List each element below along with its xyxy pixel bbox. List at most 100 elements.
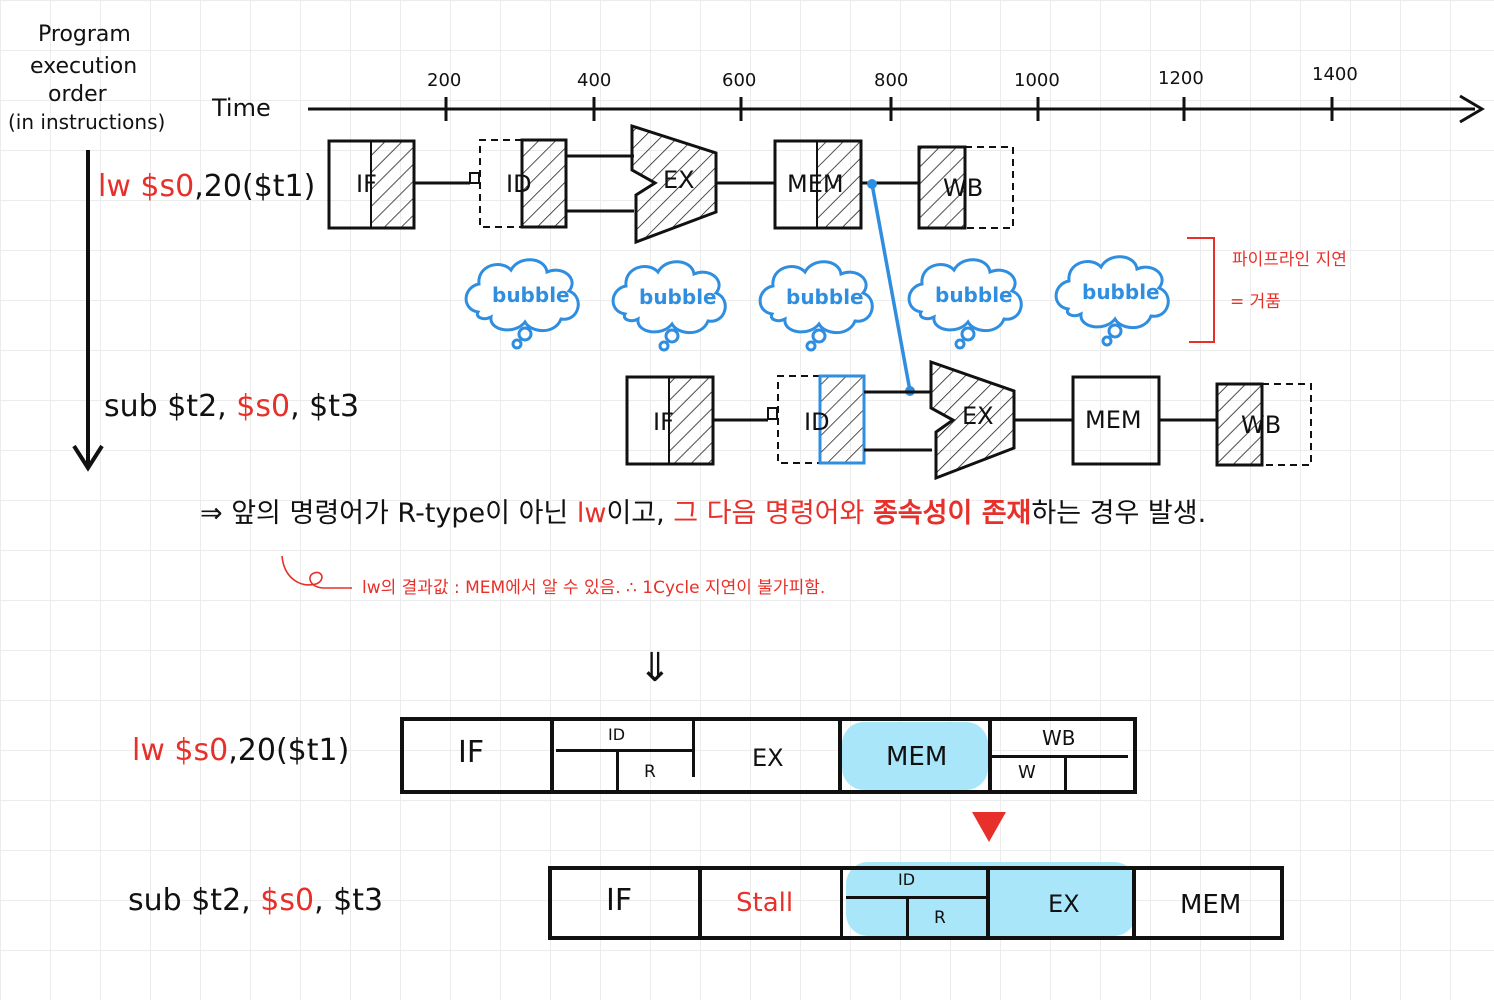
summary-part-6: 하는 경우 발생. <box>1031 498 1207 529</box>
lw-op: lw <box>98 169 131 204</box>
bubble-cloud-5 <box>1054 255 1170 347</box>
row1-id: ID <box>608 725 626 744</box>
lw-if-label: IF <box>356 170 377 198</box>
time-label: Time <box>212 94 271 122</box>
row-divider <box>550 717 554 794</box>
mem-highlight <box>842 722 988 790</box>
bubble-label: bubble <box>786 285 864 309</box>
tick-label: 600 <box>722 70 757 91</box>
table-lw-reg: $s0 <box>174 733 229 768</box>
lw-wb-hatch <box>919 147 965 228</box>
row1-mem: MEM <box>886 742 948 772</box>
bubble-note-line-1: 파이프라인 지연 <box>1232 250 1347 270</box>
table-lw-label: lw $s0,20($t1) <box>132 736 349 766</box>
row-divider <box>986 866 990 940</box>
wb-split-line <box>1064 755 1067 793</box>
sub-id-box <box>818 374 866 465</box>
id-split-line <box>556 749 694 752</box>
sub-if-label: IF <box>653 408 674 436</box>
summary-part-1: 앞의 명령어가 R-type이 아닌 <box>231 498 569 529</box>
row1-ex: EX <box>752 744 784 772</box>
bubble-note-line-2: = 거품 <box>1230 292 1281 312</box>
row2-ex: EX <box>1048 890 1080 918</box>
bubble-cloud-3 <box>758 260 874 352</box>
row2-id: ID <box>898 870 916 889</box>
sub-op: sub $t2, <box>104 389 227 424</box>
row-divider <box>1132 866 1136 940</box>
summary-part-2: lw <box>576 498 607 529</box>
lw-reg: $s0 <box>140 169 195 204</box>
footnote: lw의 결과값 : MEM에서 알 수 있음. ∴ 1Cycle 지연이 불가피… <box>362 578 826 598</box>
table-sub-label: sub $t2, $s0, $t3 <box>128 886 383 916</box>
row-divider <box>840 866 843 940</box>
sub-id-label: ID <box>804 408 830 436</box>
sub-pipeline <box>625 359 1312 481</box>
lw-if-hatch <box>371 141 414 228</box>
table-lw-rest: ,20($t1) <box>228 733 350 768</box>
sub-mem-label: MEM <box>1085 406 1142 434</box>
row-divider <box>698 866 702 940</box>
sub-wb-label: WB <box>1241 411 1282 439</box>
lw-ex-label: EX <box>663 166 695 194</box>
lw-pipeline <box>327 123 1014 245</box>
summary-part-3: 이고, <box>606 498 665 529</box>
row-divider <box>988 717 992 794</box>
id-split-line <box>846 896 986 899</box>
row1-if: IF <box>458 735 485 770</box>
summary-arrow: ⇒ <box>200 498 223 529</box>
time-axis <box>308 94 1485 124</box>
tick-label: 200 <box>427 70 462 91</box>
bubble-label: bubble <box>639 285 717 309</box>
order-label-line-2: execution <box>30 54 138 79</box>
order-label-line-3: order <box>48 82 107 107</box>
sub-reg: $s0 <box>236 389 291 424</box>
dependency-highlight <box>846 862 1136 936</box>
wb-split-line <box>992 755 1128 758</box>
lw-instruction-label: lw $s0,20($t1) <box>98 172 315 202</box>
row2-r: R <box>934 908 946 928</box>
table-sub-reg: $s0 <box>260 883 315 918</box>
sub-rest: , $t3 <box>290 389 360 424</box>
summary-sentence: ⇒ 앞의 명령어가 R-type이 아닌 lw이고, 그 다음 명령어와 종속성… <box>200 500 1206 527</box>
tick-label: 1000 <box>1014 70 1060 91</box>
lw-timeline-row <box>400 717 1137 794</box>
tick-label: 1200 <box>1158 68 1204 89</box>
tick-label: 400 <box>577 70 612 91</box>
bubble-cloud-2 <box>611 260 727 352</box>
sub-timeline-row <box>548 866 1284 940</box>
program-order-arrow <box>72 150 104 472</box>
forwarding-path <box>867 179 915 396</box>
table-sub-op: sub $t2, <box>128 883 251 918</box>
summary-part-5: 종속성이 존재 <box>872 498 1032 529</box>
row2-if: IF <box>606 883 633 918</box>
id-split-line <box>616 749 619 791</box>
lw-id-hatch <box>522 140 566 227</box>
row-divider <box>838 717 842 794</box>
bubble-cloud-4 <box>907 258 1023 350</box>
lw-rest: ,20($t1) <box>194 169 316 204</box>
summary-part-4: 그 다음 명령어와 <box>673 498 865 529</box>
lw-ex-alu <box>630 123 718 245</box>
row1-r: R <box>644 762 656 782</box>
row2-stall: Stall <box>736 888 794 918</box>
footnote-curl <box>281 555 352 589</box>
bubble-label: bubble <box>1082 280 1160 304</box>
row2-mem: MEM <box>1180 890 1242 920</box>
row1-w: W <box>1018 762 1036 783</box>
tick-label: 1400 <box>1312 64 1358 85</box>
bubble-label: bubble <box>935 283 1013 307</box>
bubble-clouds <box>464 255 1170 352</box>
lw-wb-label: WB <box>943 174 984 202</box>
dependency-triangle <box>972 812 1006 842</box>
sub-ex-label: EX <box>962 402 994 430</box>
table-sub-rest: , $t3 <box>314 883 384 918</box>
row-divider <box>692 717 695 777</box>
row1-wb: WB <box>1042 726 1076 750</box>
table-lw-op: lw <box>132 733 165 768</box>
bubble-label: bubble <box>492 283 570 307</box>
order-label-line-1: Program <box>38 22 131 47</box>
id-split-line <box>906 896 909 936</box>
bubble-bracket <box>1187 237 1215 343</box>
tick-label: 800 <box>874 70 909 91</box>
